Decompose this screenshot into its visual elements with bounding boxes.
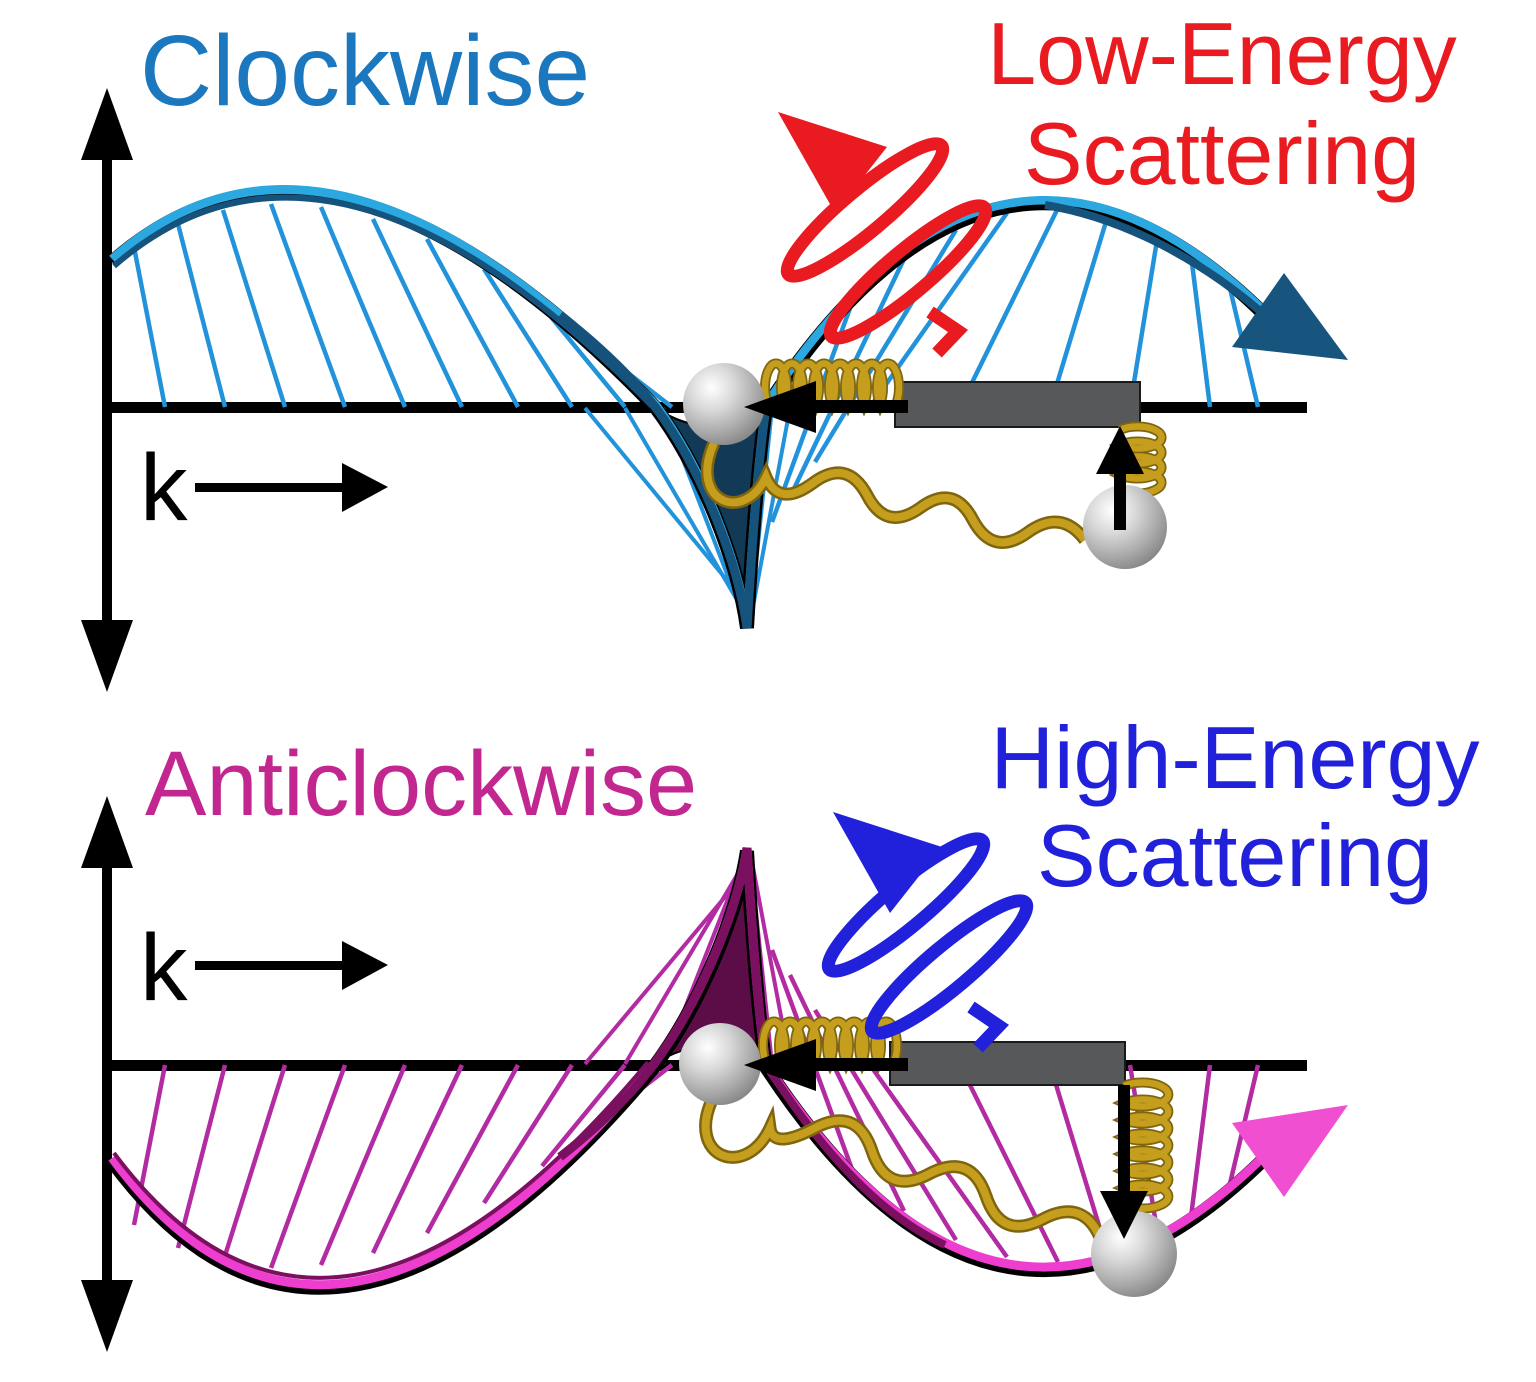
bottom-wave-dark-tail [762,1061,947,1249]
bottom-down-force-arrow [1100,1085,1148,1239]
top-k-vector: k [140,435,388,541]
down-arrowhead-icon [81,1280,133,1352]
bottom-wave-arrowhead-icon [1232,1105,1348,1197]
arrow-shaft [1114,468,1126,530]
bottom-vertical-spring [1111,1077,1174,1214]
low-energy-scattering-label: Low-Energy Scattering [987,4,1457,203]
top-up-force-arrow [1096,426,1144,530]
k-arrow-shaft [195,483,343,492]
vertical-axis-shaft [102,858,112,1288]
photon-arrowhead-icon [833,812,942,913]
bottom-panel: k [81,708,1480,1352]
photon-label-line2: Scattering [1037,806,1433,905]
top-arch1-spokes [131,203,674,409]
bottom-wave-dark-ascent [557,847,771,1161]
vertical-axis-shaft [102,150,112,630]
up-arrowhead-icon [81,796,133,868]
down-arrowhead-icon [81,620,133,692]
bottom-k-vector: k [140,915,388,1021]
top-wave-dark-edge [112,194,655,409]
bottom-wave-dark-edge [112,1060,650,1280]
top-rigid-bar [894,381,1141,428]
arrow-shaft [812,1058,908,1071]
bottom-k-label: k [140,915,188,1021]
high-energy-scattering-label: High-Energy Scattering [990,708,1479,905]
left-arrowhead-icon [744,381,816,433]
spring-coil [1116,1079,1172,1212]
arrow-shaft [1118,1085,1130,1195]
photon-coil-loop [780,137,950,283]
arrow-shaft [812,400,908,413]
top-panel: k [81,4,1457,692]
down-arrowhead-icon [1100,1191,1148,1239]
spring-coil [701,1098,1106,1244]
bottom-left-force-arrow [744,1039,908,1091]
bottom-rigid-bar [889,1041,1126,1086]
photon-label-line1: Low-Energy [987,4,1457,103]
top-k-label: k [140,435,188,541]
top-vertical-axis [81,88,133,692]
photon-tail [926,306,969,358]
photon-label-line1: High-Energy [990,708,1479,807]
bottom-diagonal-spring [699,1097,1109,1245]
photon-arrowhead-icon [778,112,887,213]
top-wave-dark-descent [557,311,771,629]
left-arrowhead-icon [744,1039,816,1091]
top-wave-arrowhead-icon [1232,273,1348,360]
photon-tail [967,1001,1010,1053]
bottom-right-mass-sphere [1091,1211,1177,1297]
bottom-panel-title: Anticlockwise [145,733,697,835]
photon-label-line2: Scattering [1024,104,1420,203]
low-energy-photon-arrow [780,137,993,358]
top-panel-title: Clockwise [140,15,590,127]
bottom-vertical-axis [81,796,133,1352]
bottom-left-mass-sphere [679,1023,761,1105]
up-arrowhead-icon [81,88,133,160]
photon-coil-loop [823,199,993,345]
right-arrowhead-icon [342,463,388,512]
top-diagonal-spring [700,440,1091,549]
top-left-mass-sphere [683,363,765,445]
right-arrowhead-icon [342,941,388,990]
spring-coil [703,441,1089,547]
top-wave-dark-tail [1044,201,1271,321]
up-arrowhead-icon [1096,426,1144,474]
top-left-force-arrow [744,381,908,433]
k-arrow-shaft [195,961,343,970]
bottom-arch1-spokes [131,1063,674,1269]
photon-coil-loop [864,894,1034,1040]
